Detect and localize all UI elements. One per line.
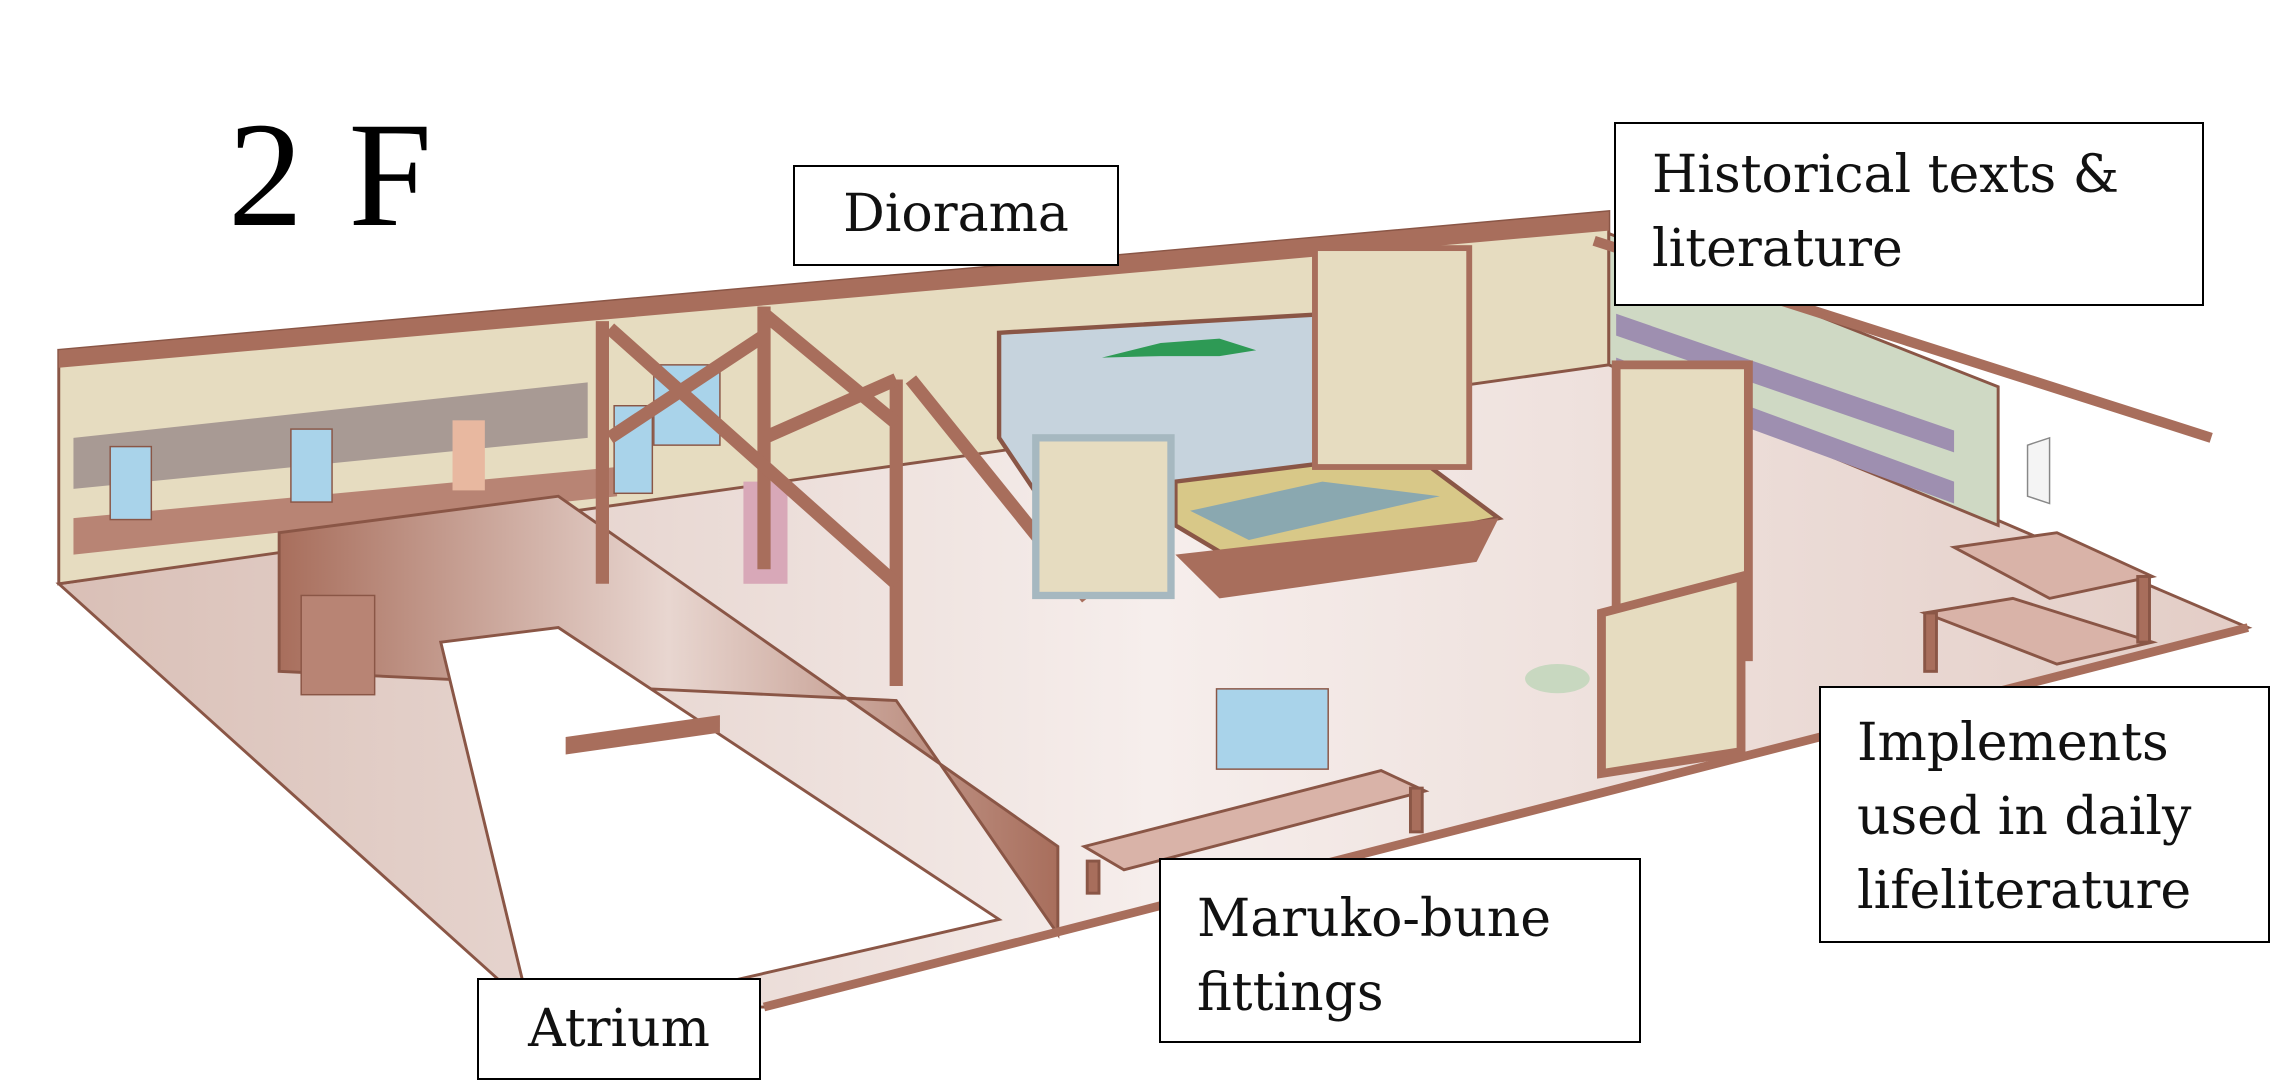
bench xyxy=(1080,769,1430,895)
label-atrium: Atrium xyxy=(477,978,761,1080)
label-diorama: Diorama xyxy=(793,165,1119,266)
label-maruko-bune: Maruko-bune fittings xyxy=(1159,858,1641,1043)
atrium-opening xyxy=(438,626,1003,1009)
label-historical-texts: Historical texts & literature xyxy=(1614,122,2204,306)
floor-title: 2 F xyxy=(228,92,436,258)
table xyxy=(1919,531,2159,673)
label-implements: Implements used in daily lifeliterature xyxy=(1819,686,2270,943)
display-board xyxy=(1597,570,1746,779)
